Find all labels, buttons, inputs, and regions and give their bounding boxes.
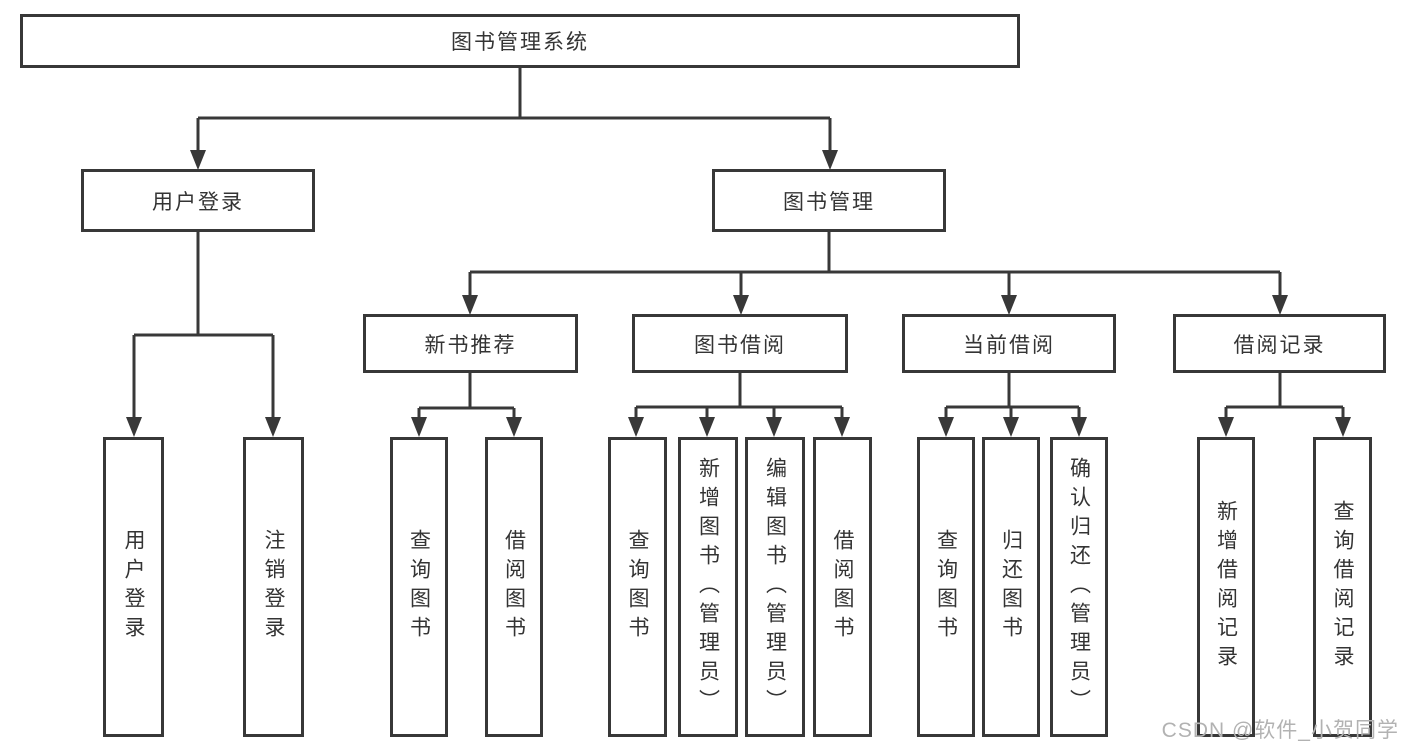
node-book-management: 图书管理	[712, 169, 946, 232]
node-user-login: 用户登录	[81, 169, 315, 232]
node-borrowing-records: 借阅记录	[1173, 314, 1386, 373]
leaf-query-books-recommend: 查询图书	[390, 437, 448, 737]
leaf-return-books: 归还图书	[982, 437, 1040, 737]
leaf-query-books-current: 查询图书	[917, 437, 975, 737]
csdn-watermark: CSDN @软件_小贺同学	[1161, 719, 1399, 742]
node-book-borrowing: 图书借阅	[632, 314, 848, 373]
leaf-borrow-books: 借阅图书	[813, 437, 872, 737]
leaf-query-borrow-record: 查询借阅记录	[1313, 437, 1372, 737]
leaf-logout: 注销登录	[243, 437, 304, 737]
node-library-management-system: 图书管理系统	[20, 14, 1020, 68]
leaf-query-books-borrow: 查询图书	[608, 437, 667, 737]
leaf-confirm-return-admin: 确认归还（管理员）	[1050, 437, 1108, 737]
node-new-book-recommendation: 新书推荐	[363, 314, 578, 373]
node-current-borrowing: 当前借阅	[902, 314, 1116, 373]
leaf-borrow-books-recommend: 借阅图书	[485, 437, 543, 737]
leaf-add-books-admin: 新增图书（管理员）	[678, 437, 738, 737]
leaf-user-login: 用户登录	[103, 437, 164, 737]
leaf-edit-books-admin: 编辑图书（管理员）	[745, 437, 805, 737]
leaf-add-borrow-record: 新增借阅记录	[1197, 437, 1255, 737]
